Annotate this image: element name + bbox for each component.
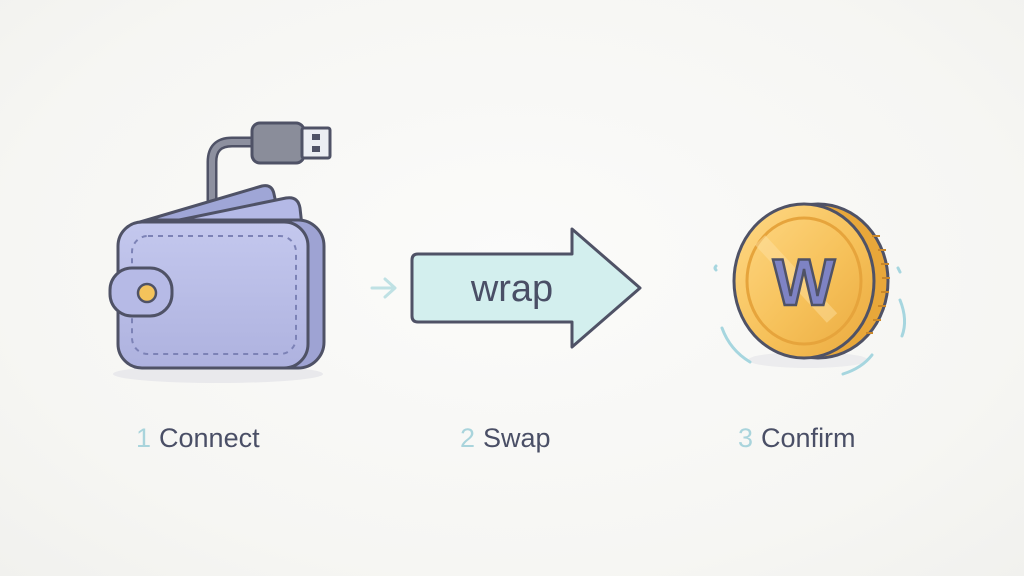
step-number: 3 bbox=[738, 423, 754, 453]
wallet-icon bbox=[108, 121, 332, 383]
step-label-text: Connect bbox=[159, 423, 260, 453]
small-arrow-icon bbox=[370, 277, 397, 299]
step-label-text: Swap bbox=[483, 423, 551, 453]
step-label-text: Confirm bbox=[761, 423, 856, 453]
arrow-icon: wrap bbox=[410, 227, 642, 349]
coin-icon: W bbox=[713, 202, 907, 376]
arrow-text: wrap bbox=[470, 268, 553, 310]
step-number: 1 bbox=[136, 423, 152, 453]
step-number: 2 bbox=[460, 423, 476, 453]
coin-letter: W bbox=[773, 245, 836, 319]
